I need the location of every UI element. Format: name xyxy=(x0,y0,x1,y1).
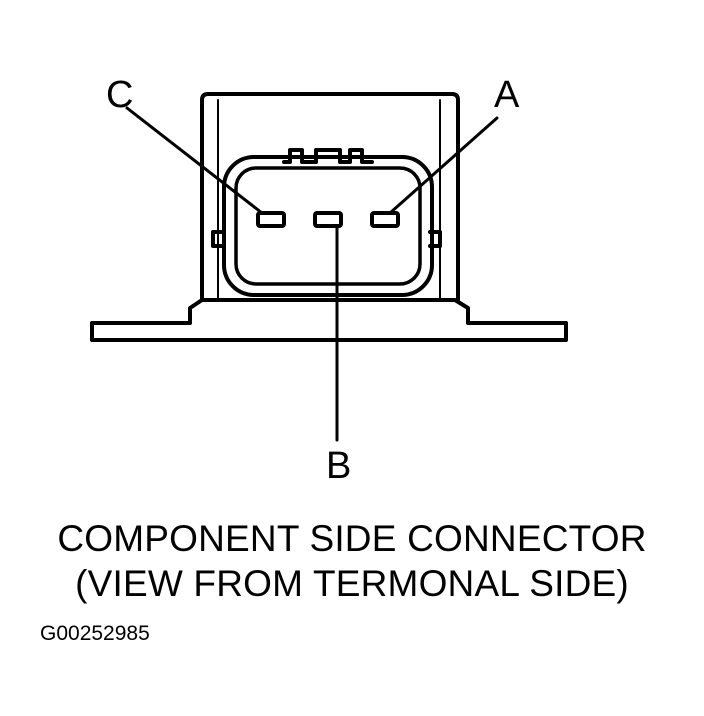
connector-base-flange xyxy=(90,298,568,342)
pin-label-b: B xyxy=(326,445,351,487)
figure-id: G00252985 xyxy=(40,622,150,645)
lock-nub-left xyxy=(211,230,224,248)
pin-label-c: C xyxy=(106,74,133,116)
terminal-a xyxy=(370,211,400,228)
leader-line-a xyxy=(388,116,499,215)
caption-title: COMPONENT SIDE CONNECTOR xyxy=(57,518,647,559)
terminal-b xyxy=(313,211,343,228)
connector-shroud-inner xyxy=(234,166,422,286)
terminal-c xyxy=(256,211,286,228)
key-tabs xyxy=(282,148,374,164)
lock-nub-right xyxy=(428,230,442,248)
leader-line-c xyxy=(125,106,264,215)
pin-label-a: A xyxy=(494,74,520,116)
connector-housing xyxy=(200,92,460,302)
connector-shroud-outer xyxy=(222,155,434,297)
caption-subtitle: (VIEW FROM TERMONAL SIDE) xyxy=(75,563,629,604)
